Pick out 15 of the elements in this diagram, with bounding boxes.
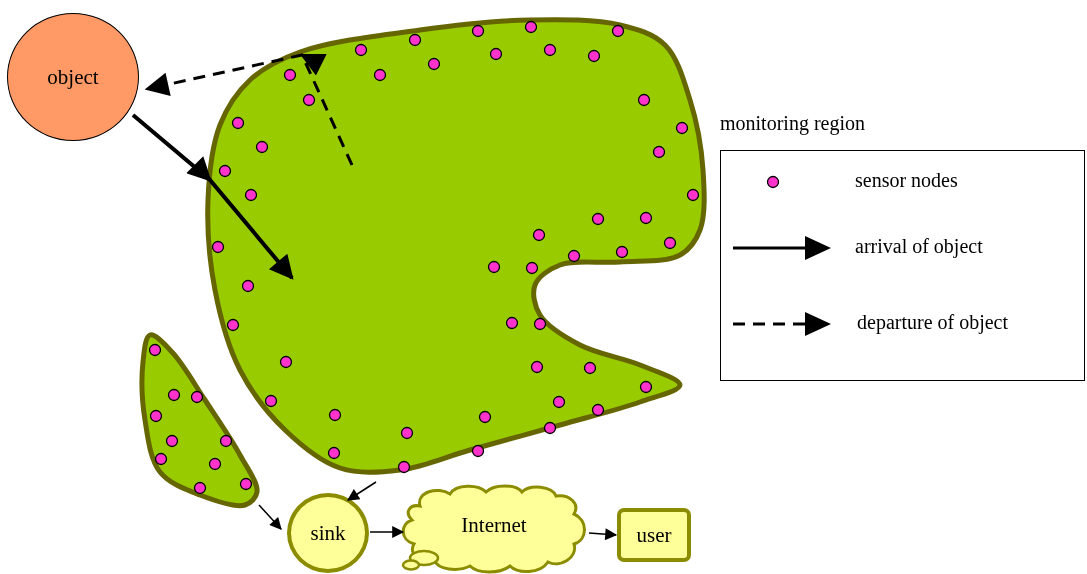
arrow — [258, 504, 282, 530]
node-label: object — [47, 64, 99, 90]
legend-label: sensor nodes — [855, 169, 958, 192]
node-label: Internet — [461, 512, 527, 538]
arrow — [347, 481, 377, 501]
dashed-arrow — [144, 53, 354, 166]
arrow — [369, 526, 405, 538]
arrow — [588, 528, 618, 541]
legend-label: arrival of object — [855, 235, 983, 258]
arrow — [131, 113, 294, 280]
user-box — [617, 508, 691, 562]
region-caption: monitoring region — [720, 112, 865, 135]
node-label: user — [636, 522, 672, 548]
node-label: sink — [310, 520, 346, 546]
legend-label: departure of object — [857, 311, 1009, 334]
